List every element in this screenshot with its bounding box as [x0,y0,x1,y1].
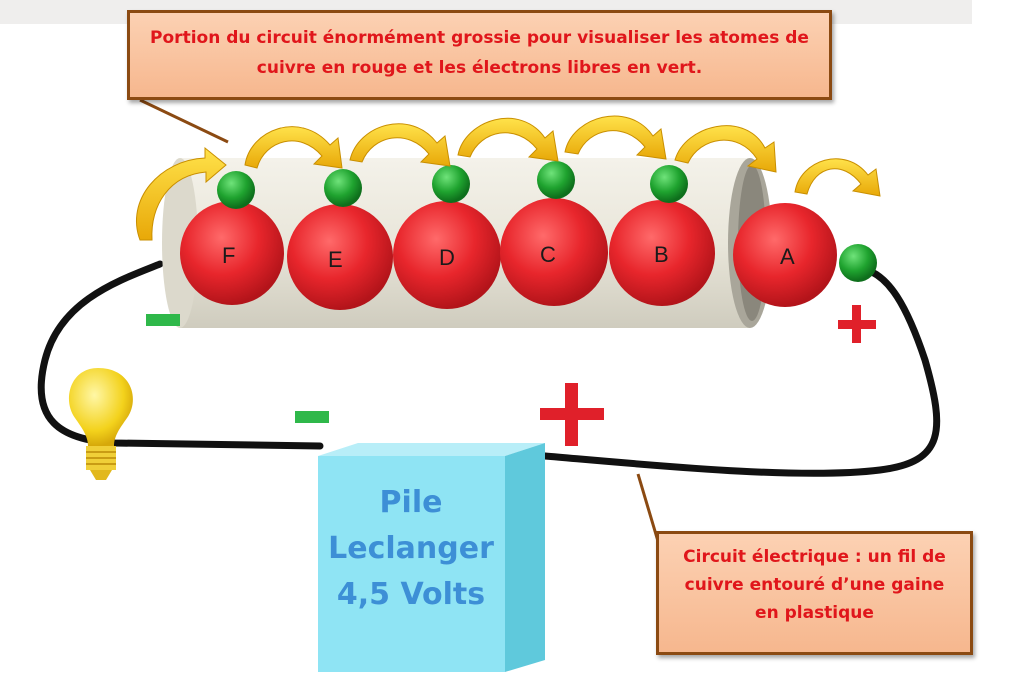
atom-C: C [500,198,608,306]
light-bulb-icon [68,368,133,480]
atom-B: B [609,200,715,306]
curved-arrow-icon [244,126,343,169]
callout-zoom-explanation: Portion du circuit énormément grossie po… [127,10,832,100]
atom-F: F [180,201,284,305]
curved-arrow-icon [135,146,227,241]
callout-text: en plastique [755,603,874,623]
electron [650,165,688,203]
battery-label-line3: 4,5 Volts [337,577,485,612]
atom-A: A [733,203,837,307]
wire [37,260,324,450]
electron [839,244,877,282]
callout-text: cuivre en rouge et les électrons libres … [256,58,703,78]
battery: Pile Leclanger 4,5 Volts [318,443,545,672]
callout-pointer [139,98,229,144]
electron [432,165,470,203]
minus-sign [146,314,180,326]
atom-label: F [222,243,235,268]
battery-label-line2: Leclanger [328,531,494,566]
battery-label-line1: Pile [380,485,443,520]
electron [324,169,362,207]
atom-E: E [287,204,393,310]
curved-arrow-icon [674,125,777,173]
atom-label: D [439,245,455,270]
minus-sign [295,411,329,423]
callout-circuit-explanation: Circuit électrique : un fil de cuivre en… [656,531,973,655]
curved-arrow-icon [794,158,881,197]
curved-arrow-icon [564,115,667,160]
plus-sign [838,305,876,343]
atom-label: B [654,242,669,267]
callout-text: Circuit électrique : un fil de [683,547,946,567]
electron [537,161,575,199]
curved-arrow-icon [349,123,451,167]
callout-text: Portion du circuit énormément grossie po… [150,28,809,48]
curved-arrow-icon [457,117,559,162]
atom-D: D [393,201,501,309]
atom-label: E [328,247,343,272]
electron [217,171,255,209]
electron-flow-arrows [135,115,881,241]
callout-text: cuivre entouré d’une gaine [684,575,945,595]
wire [541,268,941,477]
atom-label: A [780,244,795,269]
atom-label: C [540,242,556,267]
plus-sign [540,383,604,446]
